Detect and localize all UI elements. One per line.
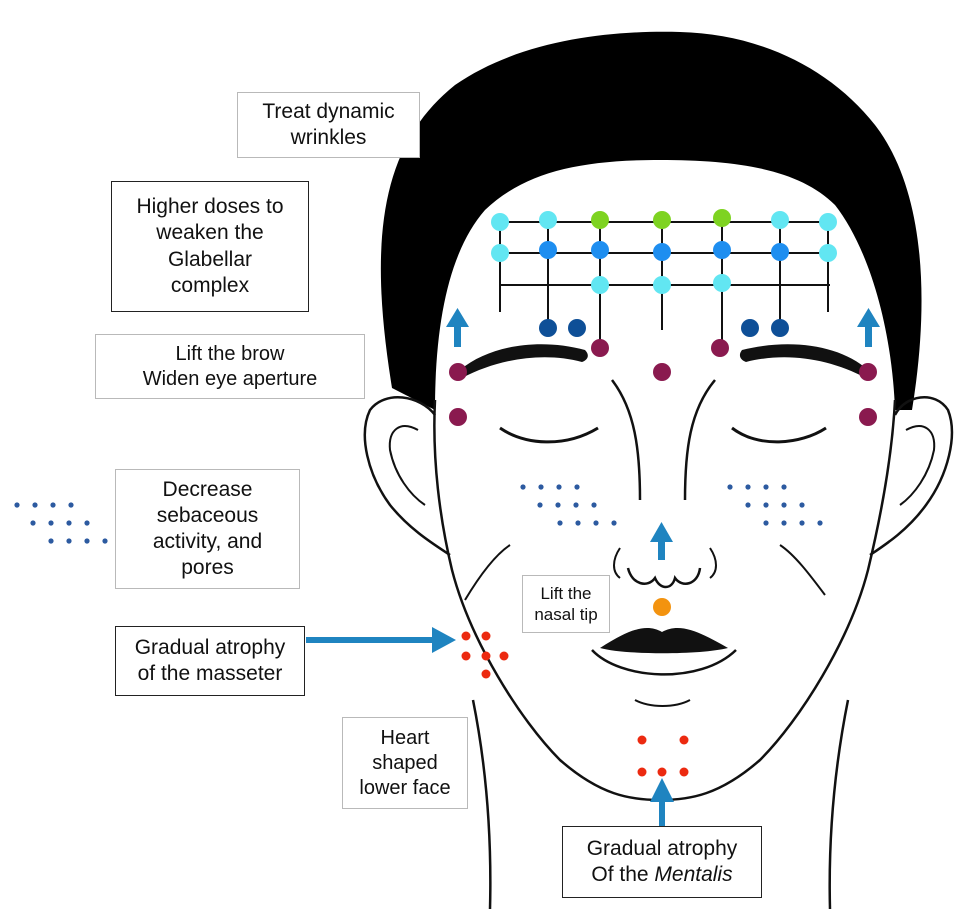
injection-dot [653, 363, 671, 381]
injection-dot [591, 241, 609, 259]
injection-dot [491, 213, 509, 231]
injection-dot [539, 241, 557, 259]
right-eye [732, 428, 826, 442]
up-arrow-icon [650, 522, 673, 560]
lower-lip [592, 650, 736, 674]
label-treat-dynamic-wrinkles: Treat dynamic wrinkles [237, 92, 420, 158]
right-ear [870, 397, 952, 555]
sebaceous-legend-dots [14, 502, 107, 543]
injection-dot [819, 244, 837, 262]
left-ear-inner [390, 426, 425, 505]
injection-dot [819, 213, 837, 231]
injection-dot [491, 244, 509, 262]
label-mentalis: Gradual atrophy Of the Mentalis [562, 826, 762, 898]
injection-dot [771, 243, 789, 261]
left-eye [500, 428, 598, 442]
mentalis-dots [638, 736, 689, 777]
nose-bridge-left [612, 380, 640, 500]
left-eyebrow [460, 344, 588, 378]
label-lift-brow: Lift the brow Widen eye aperture [95, 334, 365, 399]
up-arrow-icon [857, 308, 880, 347]
injection-dot [711, 339, 729, 357]
injection-dot [771, 319, 789, 337]
injection-dot [449, 408, 467, 426]
right-nostril [710, 548, 716, 578]
right-arrow-icon [306, 627, 456, 653]
right-ear-inner [900, 426, 934, 505]
left-cheek-line [465, 545, 510, 600]
label-glabellar-complex: Higher doses to weaken the Glabellar com… [111, 181, 309, 312]
injection-dot [713, 274, 731, 292]
sebaceous-dots [520, 484, 616, 525]
neck-right [830, 700, 848, 909]
injection-dot [653, 243, 671, 261]
injection-dot [859, 408, 877, 426]
injection-dot [591, 339, 609, 357]
injection-dot [568, 319, 586, 337]
glabella-points [449, 319, 877, 426]
nose-base [628, 568, 700, 587]
neck-left [473, 700, 490, 909]
right-cheek-line [780, 545, 825, 595]
injection-dot [591, 276, 609, 294]
label-sebaceous: Decrease sebaceous activity, and pores [115, 469, 300, 589]
injection-dot [653, 211, 671, 229]
injection-dot [591, 211, 609, 229]
masseter-dots [462, 632, 509, 679]
injection-dot [859, 363, 877, 381]
label-heart-shaped: Heart shaped lower face [342, 717, 468, 809]
hair [381, 32, 922, 410]
left-nostril [614, 548, 620, 578]
injection-dot [539, 211, 557, 229]
injection-dot [713, 209, 731, 227]
injection-dot [713, 241, 731, 259]
injection-dot [653, 276, 671, 294]
up-arrow-icon [446, 308, 469, 347]
injection-dot [539, 319, 557, 337]
label-masseter: Gradual atrophy of the masseter [115, 626, 305, 696]
nasal-tip-dot [653, 598, 671, 616]
injection-dot [449, 363, 467, 381]
chin-crease [635, 700, 690, 706]
injection-dot [771, 211, 789, 229]
sebaceous-dots [727, 484, 822, 525]
injection-dot [741, 319, 759, 337]
forehead-injection-points [491, 209, 837, 294]
nose-bridge-right [685, 380, 715, 500]
label-nasal-tip: Lift the nasal tip [522, 575, 610, 633]
up-arrow-icon [650, 778, 674, 826]
upper-lip [600, 628, 728, 653]
right-eyebrow [740, 344, 868, 378]
